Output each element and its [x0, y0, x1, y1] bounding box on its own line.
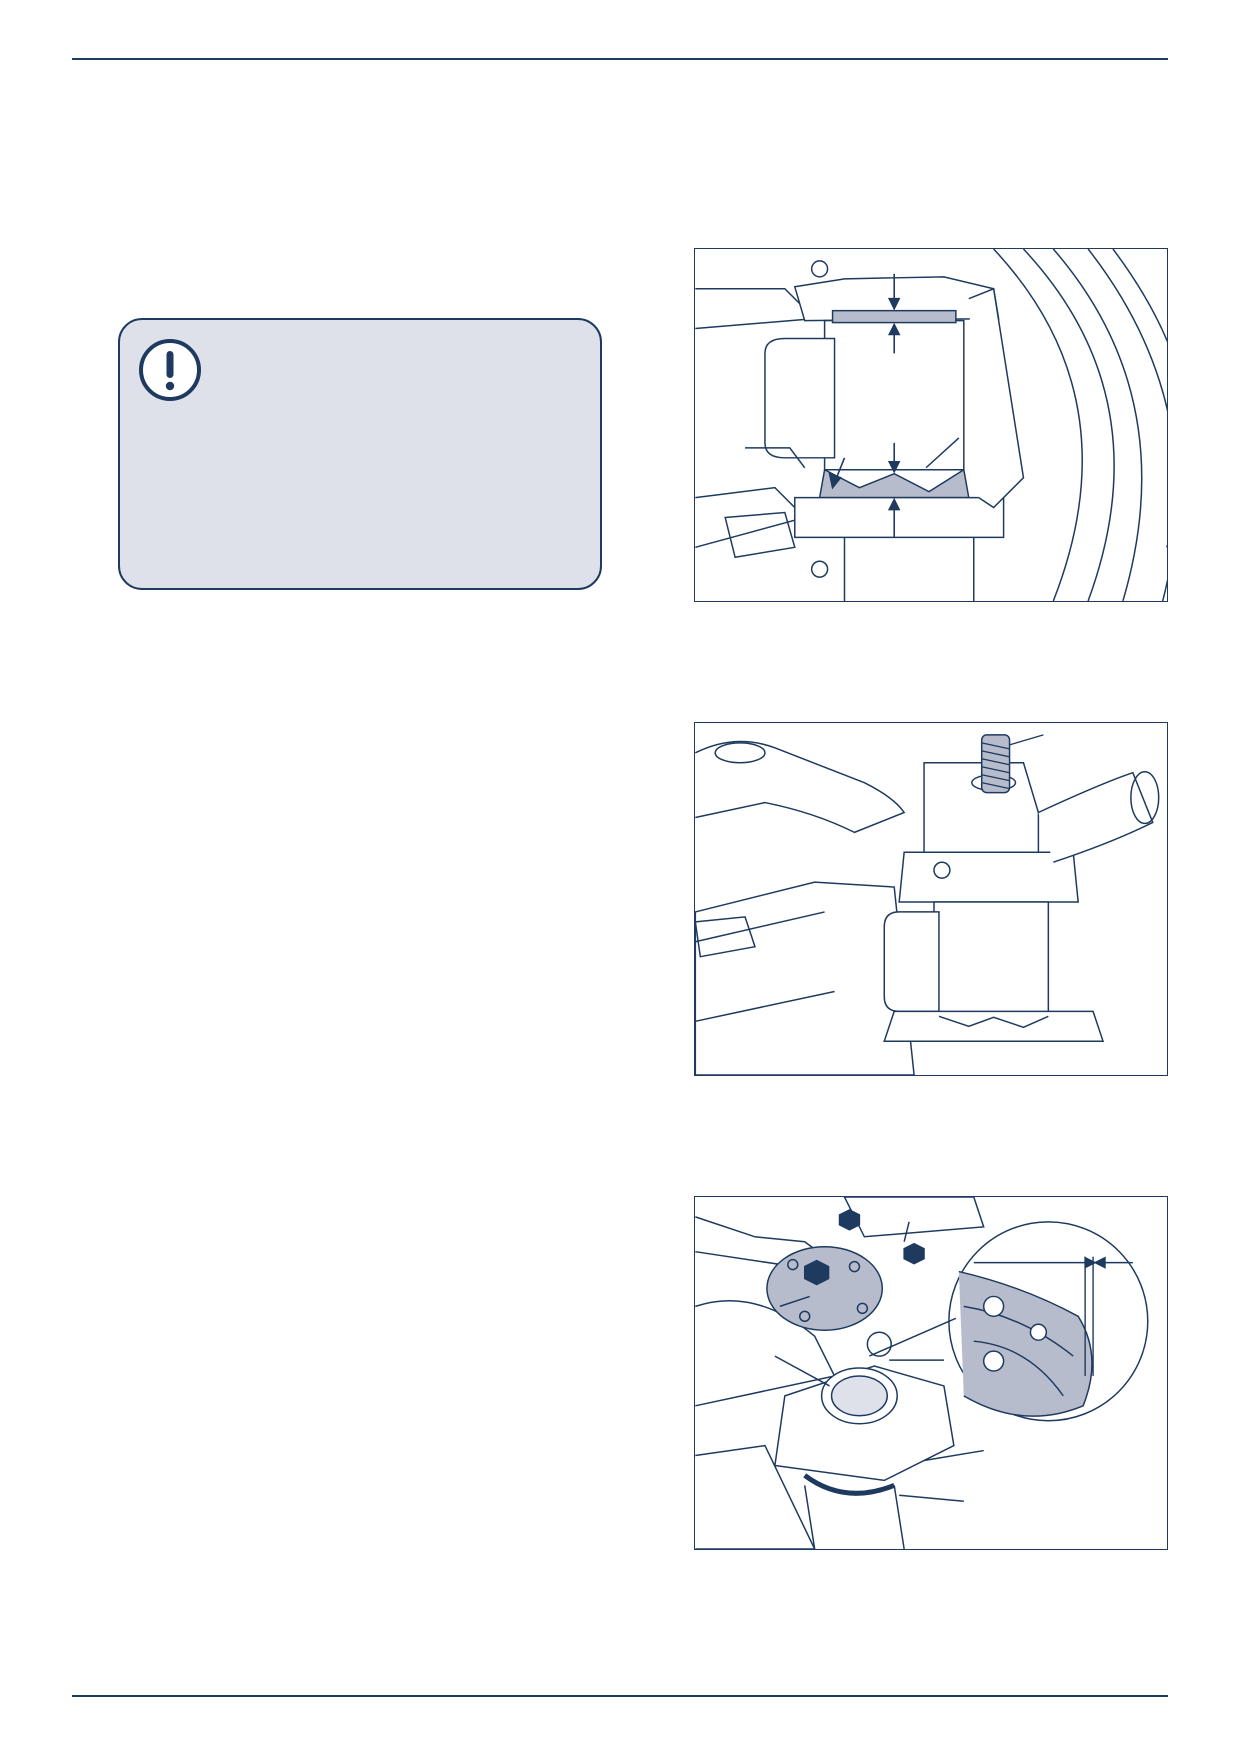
footer-rule	[72, 1695, 1168, 1697]
bearing-clearance-illustration	[695, 249, 1167, 601]
header-rule	[72, 58, 1168, 60]
caution-note-box	[118, 318, 602, 590]
figure-bearing-clearance	[694, 248, 1168, 602]
exclamation-circle-icon	[139, 339, 201, 401]
figure-cover-detail	[694, 1196, 1168, 1550]
cover-detail-illustration	[695, 1197, 1149, 1549]
figure-kingpin-tool	[694, 722, 1168, 1076]
kingpin-tool-illustration	[695, 734, 1160, 1075]
